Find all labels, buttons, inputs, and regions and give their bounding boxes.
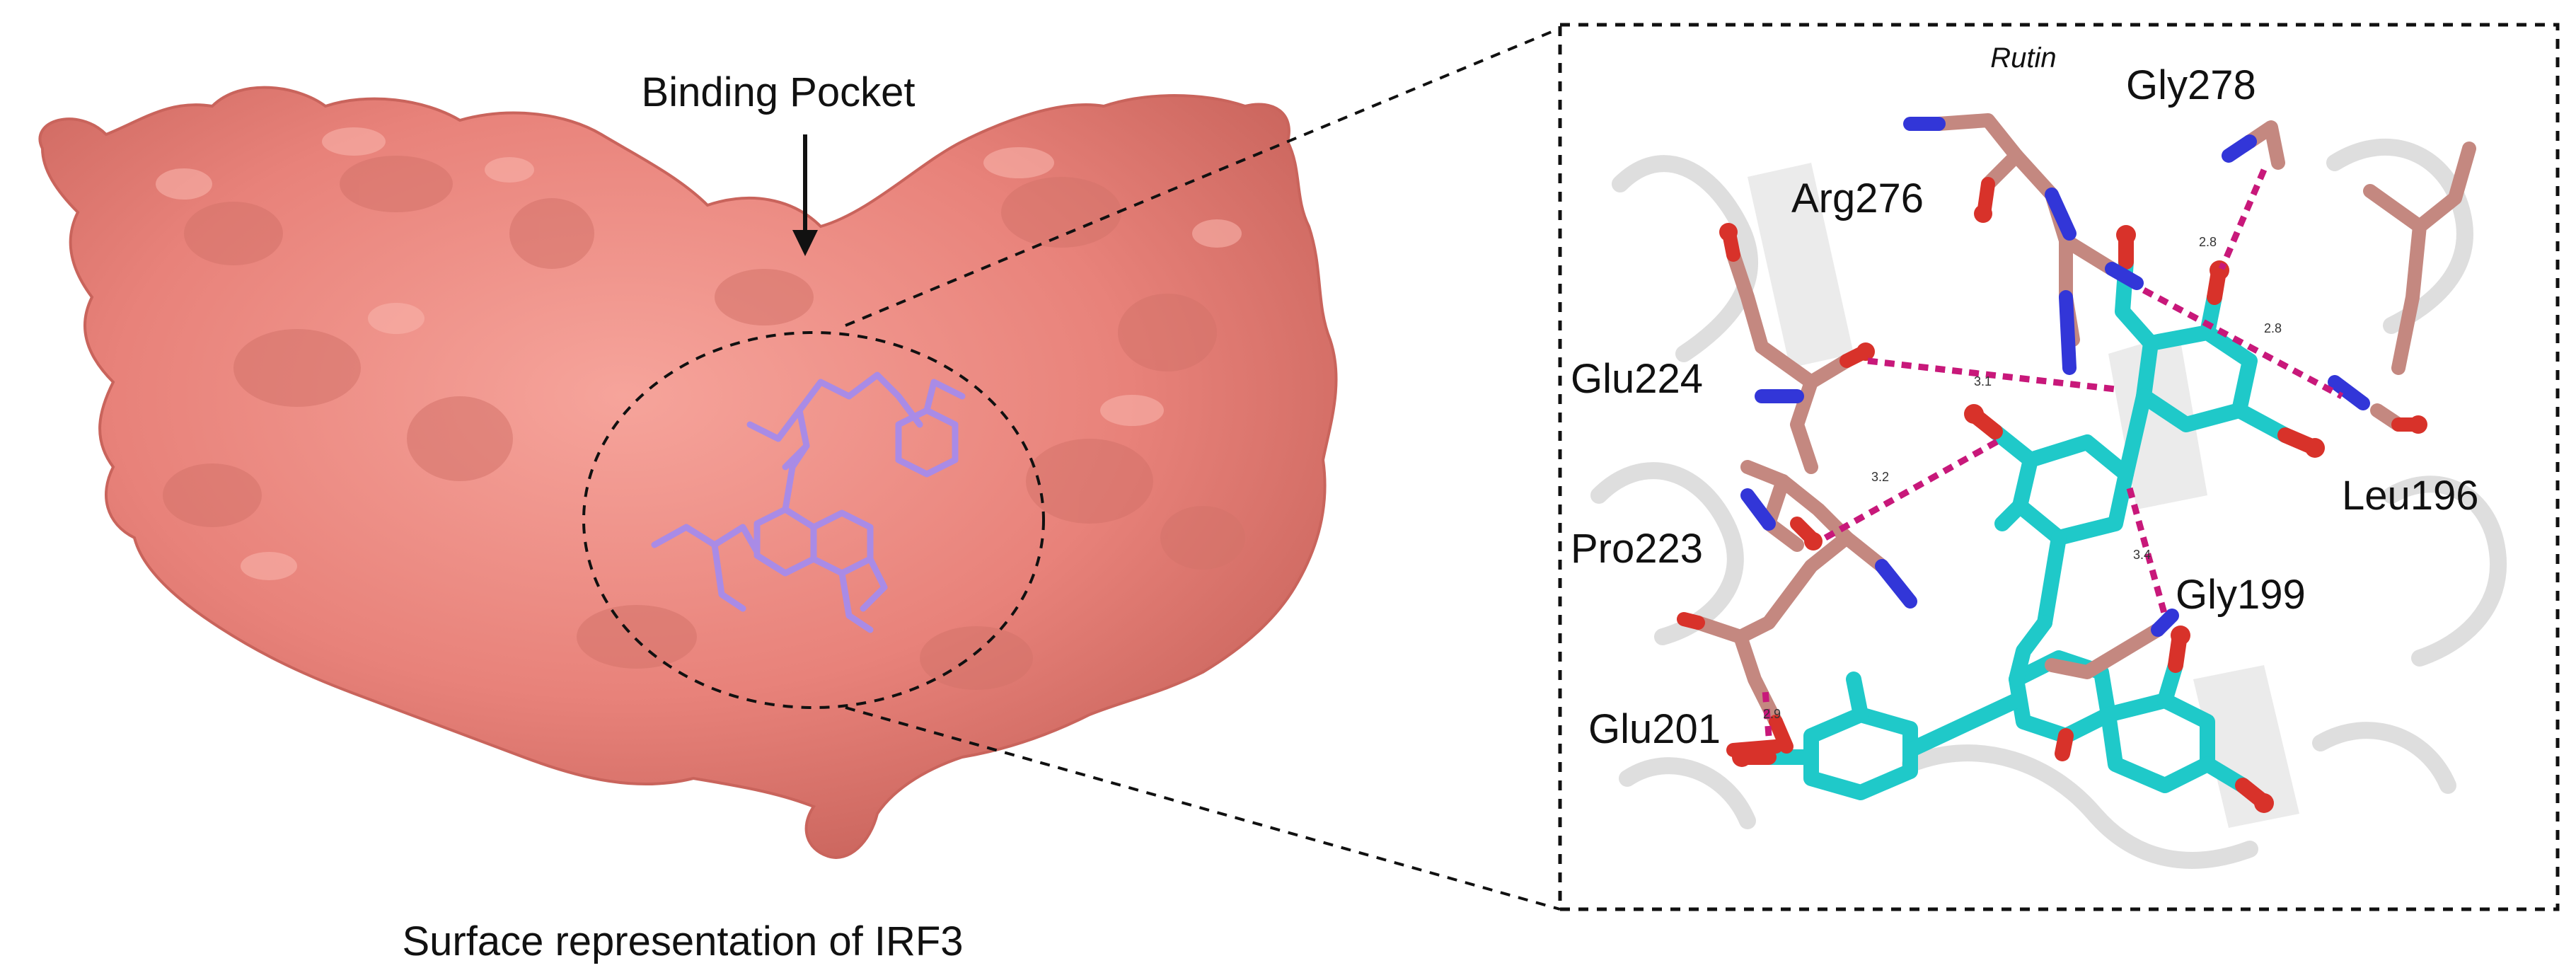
svg-text:2.9: 2.9 [1763,707,1781,721]
binding-pocket-label: Binding Pocket [642,69,916,115]
residue-label-glu201: Glu201 [1588,706,1721,752]
rutin-ligand-sticks [1732,225,2325,813]
protein-surface-panel: Binding Pocket Surface representation of… [38,69,1338,964]
hydrogen-bonds [1762,168,2344,737]
residue-label-arg276: Arg276 [1791,175,1924,221]
binding-pocket-outline [582,331,1045,709]
residue-label-pro223: Pro223 [1571,526,1703,572]
zoom-connectors [845,27,1561,911]
residue-label-leu196: Leu196 [2342,473,2479,519]
binding-pocket-arrowhead [792,230,818,256]
svg-text:2.8: 2.8 [2199,235,2217,249]
interaction-detail-panel: 2.8 2.8 3.1 3.2 3.4 2.9 Rutin Gly278 Arg… [1558,23,2560,911]
hbond-distance-labels: 2.8 2.8 3.1 3.2 3.4 2.9 [1763,235,2282,721]
residue-sticks [1677,113,2476,757]
protein-cartoon-background [1590,138,2507,869]
surface-highlights [156,127,1242,580]
detail-frame [1558,23,2560,911]
svg-text:3.4: 3.4 [2133,548,2151,562]
svg-text:3.1: 3.1 [1974,374,1992,388]
svg-text:3.2: 3.2 [1871,470,1889,484]
ligand-label: Rutin [1990,42,2056,74]
surface-caption: Surface representation of IRF3 [402,918,963,964]
rutin-ligand-stick-surface-view [651,371,966,633]
svg-text:2.8: 2.8 [2264,321,2282,335]
residue-label-gly278: Gly278 [2126,62,2256,108]
residue-label-gly199: Gly199 [2176,572,2306,618]
surface-texture [163,156,1245,690]
residue-label-glu224: Glu224 [1571,356,1703,402]
